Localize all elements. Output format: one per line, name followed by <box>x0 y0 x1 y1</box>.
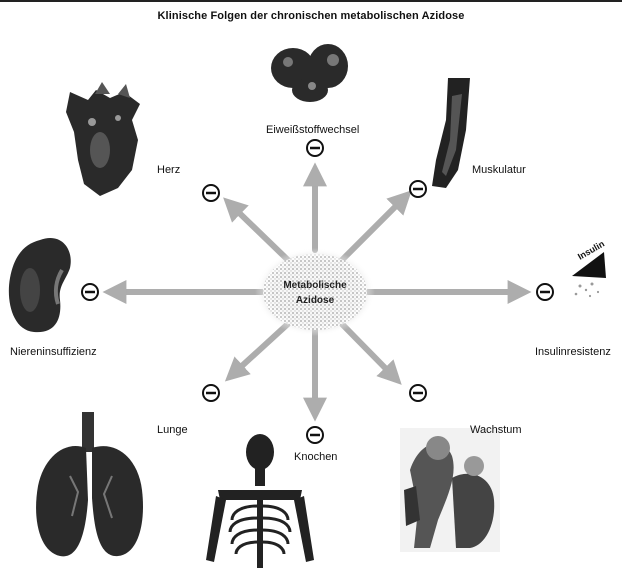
minus-icon-growth <box>410 385 426 401</box>
protein-molecule-icon <box>271 44 348 102</box>
label-insulin-resistance: Insulinresistenz <box>535 346 611 358</box>
label-protein: Eiweißstoffwechsel <box>266 124 359 136</box>
minus-icon-heart <box>203 185 219 201</box>
label-muscle: Muskulatur <box>472 164 526 176</box>
arrow-growth <box>340 322 395 378</box>
label-growth: Wachstum <box>470 424 522 436</box>
insulin-syringe-icon: Insulin <box>572 239 606 298</box>
minus-icon-kidney <box>82 284 98 300</box>
label-lung: Lunge <box>157 424 188 436</box>
label-bone: Knochen <box>294 451 337 463</box>
minus-icon-insulin-resistance <box>537 284 553 300</box>
minus-icon-bone <box>307 427 323 443</box>
arrow-muscle <box>340 197 405 262</box>
lungs-organ-icon <box>36 412 143 556</box>
label-kidney: Niereninsuffizienz <box>10 346 97 358</box>
children-icon <box>400 428 500 552</box>
minus-icon-protein <box>307 140 323 156</box>
muscle-tissue-icon <box>432 78 470 188</box>
kidney-organ-icon <box>9 238 71 332</box>
center-label-line1: Metabolische <box>283 280 347 291</box>
minus-icon-lung <box>203 385 219 401</box>
center-acidosis: Metabolische Azidose <box>255 248 375 336</box>
heart-organ-icon <box>66 82 140 196</box>
arrow-lung <box>232 322 290 375</box>
arrow-heart <box>230 204 290 262</box>
minus-icon-muscle <box>410 181 426 197</box>
center-label-line2: Azidose <box>296 295 335 306</box>
label-heart: Herz <box>157 164 180 176</box>
